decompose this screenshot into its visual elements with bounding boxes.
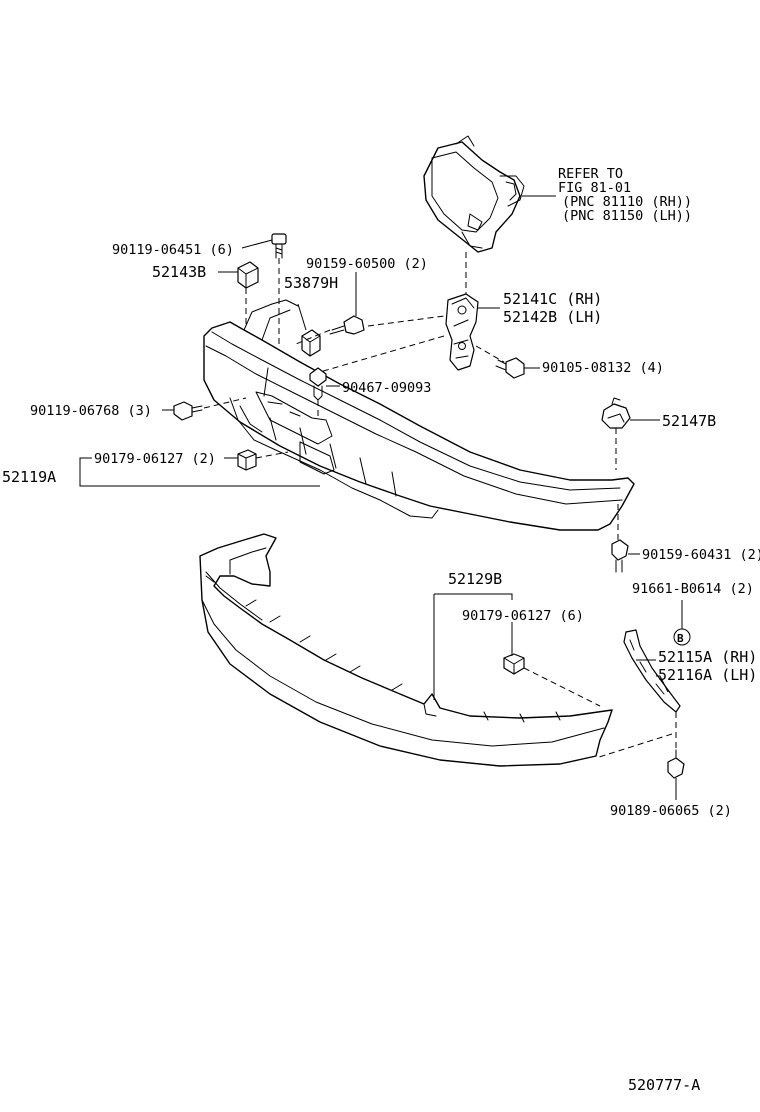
part-label-90179-06127-b: 90179-06127 (6) (462, 608, 584, 624)
refer-text-line1: REFER TO (558, 166, 623, 182)
part-label-52142b: 52142B (LH) (503, 308, 602, 326)
part-label-52143b: 52143B (152, 263, 206, 281)
part-label-90179-06127-a: 90179-06127 (2) (94, 451, 216, 467)
marker-b: B (677, 632, 684, 645)
bracket-icon (445, 293, 479, 371)
part-label-52115a: 52115A (RH) (658, 648, 757, 666)
nut-icon (503, 653, 525, 675)
clip-icon (237, 261, 259, 289)
part-label-52129b: 52129B (448, 570, 502, 588)
headlamp-assembly-icon (423, 135, 525, 253)
part-label-90467-09093: 90467-09093 (342, 380, 431, 396)
bolt-icon (329, 315, 365, 335)
part-label-52147b: 52147B (662, 412, 716, 430)
refer-text-line3: (PNC 81110 (RH)) (562, 194, 692, 210)
part-label-90189-06065: 90189-06065 (2) (610, 803, 732, 819)
nut-icon (237, 449, 257, 471)
bolt-icon (611, 539, 629, 573)
part-label-90105-08132: 90105-08132 (4) (542, 360, 664, 376)
clip-icon (309, 367, 327, 401)
figure-id: 520777-A (628, 1076, 700, 1094)
part-label-91661-b0614: 91661-B0614 (2) (632, 581, 754, 597)
part-label-52141c: 52141C (RH) (503, 290, 602, 308)
refer-text-line4: (PNC 81150 (LH)) (562, 208, 692, 224)
part-label-90119-06768: 90119-06768 (3) (30, 403, 152, 419)
part-label-90119-06451: 90119-06451 (6) (112, 242, 234, 258)
bolt-icon (495, 357, 525, 379)
part-label-90159-60500: 90159-60500 (2) (306, 256, 428, 272)
bolt-icon (173, 401, 203, 421)
refer-text-line2: FIG 81-01 (558, 180, 631, 196)
nut-icon (301, 329, 321, 357)
bumper-cover-icon (199, 533, 613, 767)
part-label-52119a: 52119A (2, 468, 56, 486)
clip-icon (601, 397, 631, 429)
bolt-icon (667, 749, 685, 779)
part-label-53879h: 53879H (284, 274, 338, 292)
bolt-icon (271, 233, 287, 259)
bracket-icon (623, 629, 681, 713)
bumper-reinforcement-icon (203, 299, 635, 531)
part-label-52116a: 52116A (LH) (658, 666, 757, 684)
part-label-90159-60431: 90159-60431 (2) (642, 547, 760, 563)
